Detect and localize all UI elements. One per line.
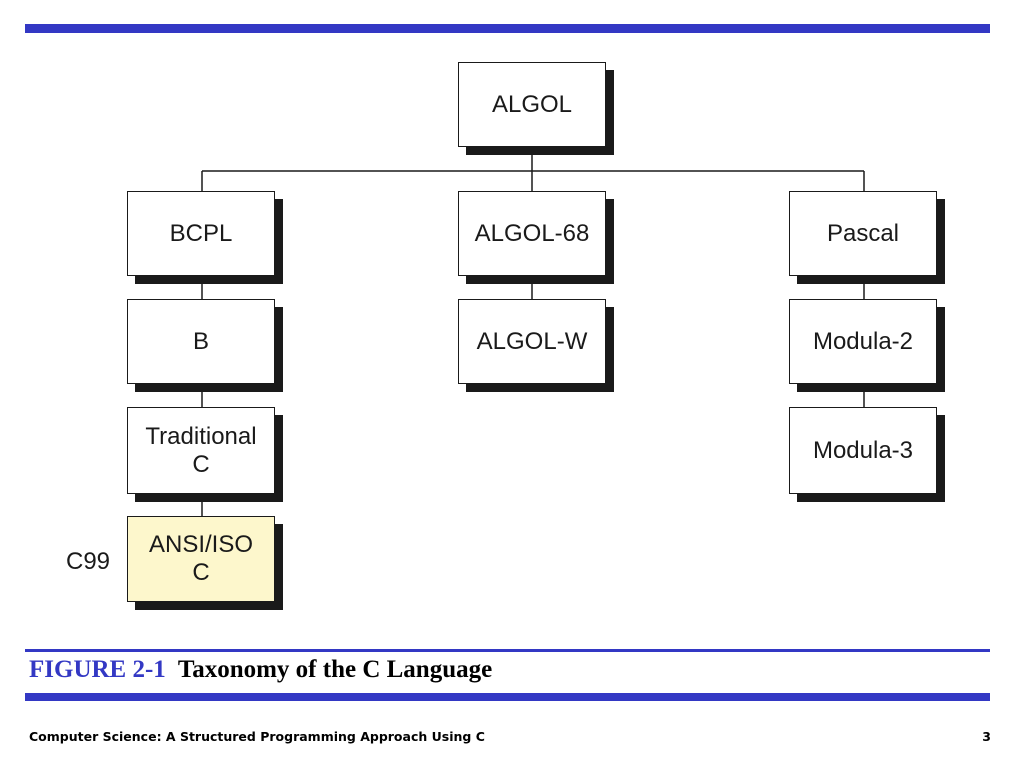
- connector-lines: [201, 146, 865, 517]
- node-algol-w: ALGOL-W: [458, 299, 606, 384]
- page-number: 3: [982, 729, 991, 744]
- node-ansi-iso-c: ANSI/ISO C: [127, 516, 275, 602]
- top-accent-bar: [25, 24, 990, 33]
- node-traditional-c: Traditional C: [127, 407, 275, 494]
- footer-book-title: Computer Science: A Structured Programmi…: [29, 729, 485, 744]
- figure-title: Taxonomy of the C Language: [177, 656, 493, 683]
- node-algol: ALGOL: [458, 62, 606, 147]
- node-bcpl: BCPL: [127, 191, 275, 276]
- node-algol-68: ALGOL-68: [458, 191, 606, 276]
- figure-number: FIGURE 2-1: [29, 656, 166, 683]
- figure-caption: FIGURE 2-1 Taxonomy of the C Language: [29, 656, 492, 684]
- node-modula-2: Modula-2: [789, 299, 937, 384]
- bottom-accent-bar: [25, 693, 990, 701]
- caption-divider: [25, 649, 990, 652]
- node-b: B: [127, 299, 275, 384]
- taxonomy-diagram: ALGOL BCPL B Traditional C ANSI/ISO C AL…: [66, 62, 937, 602]
- node-modula-3: Modula-3: [789, 407, 937, 494]
- c99-label: C99: [66, 548, 111, 575]
- node-pascal: Pascal: [789, 191, 937, 276]
